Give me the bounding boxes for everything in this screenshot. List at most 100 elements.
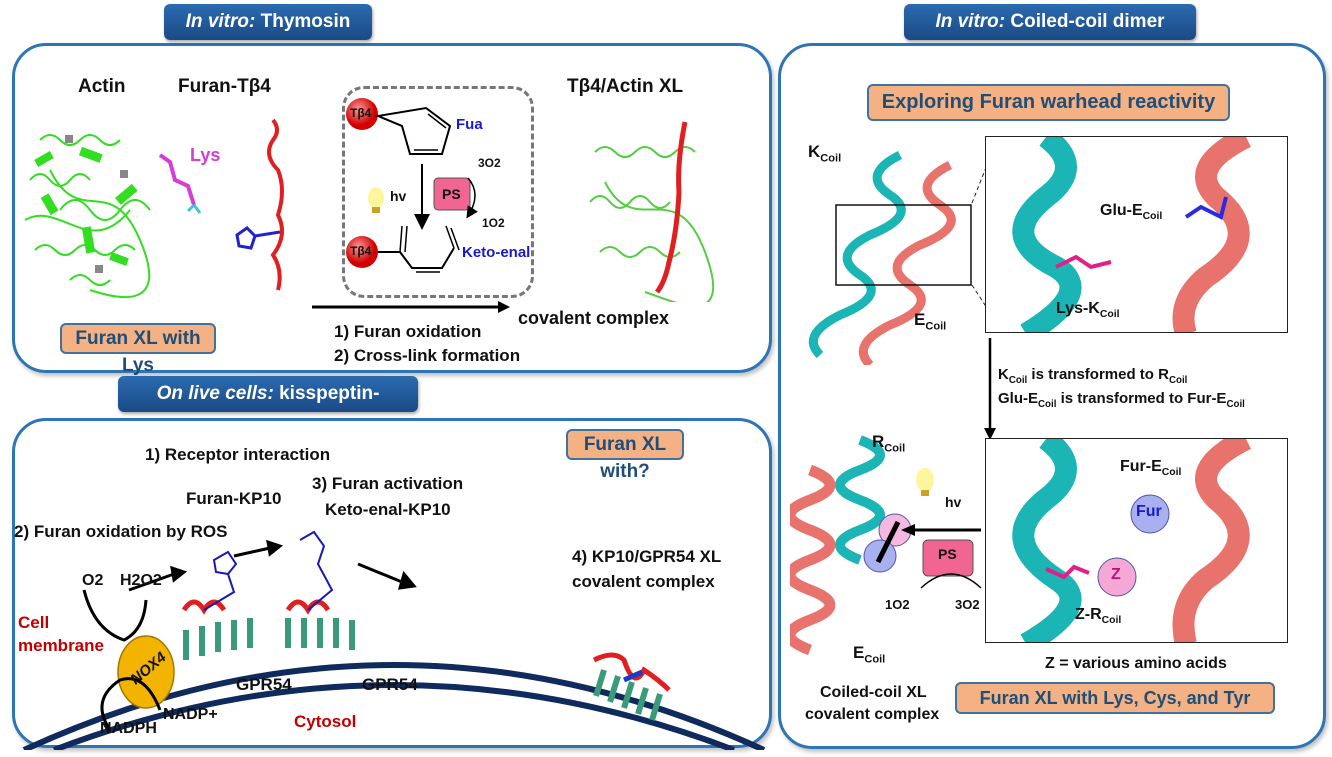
singlet-o2-label-2: 1O2 bbox=[885, 597, 910, 612]
nadph-label: NADPH bbox=[100, 720, 157, 737]
gpr54-label-1: GPR54 bbox=[236, 675, 292, 694]
e: E bbox=[914, 310, 926, 329]
cytosol-label: Cytosol bbox=[294, 712, 357, 731]
fur-ecoil-label: Fur-ECoil bbox=[1120, 458, 1181, 478]
coiled-coil-xl-complex-label: covalent complex bbox=[805, 706, 940, 723]
fur-e: Fur-E bbox=[1120, 458, 1162, 475]
banner-text: kisspeptin-10/GPR54 bbox=[223, 383, 380, 440]
lys: Lys-K bbox=[1056, 300, 1100, 317]
zoom-top-helices bbox=[1012, 137, 1252, 332]
coiled-coil-xl-structure bbox=[790, 435, 912, 656]
ecoil-label: ECoil bbox=[914, 310, 946, 332]
keto-enal-kp10-label: Keto-enal-KP10 bbox=[325, 500, 451, 519]
e: E bbox=[853, 643, 865, 662]
banner-text: Coiled-coil dimer bbox=[1005, 11, 1165, 32]
z-rcoil-label: Z-RCoil bbox=[1075, 606, 1121, 626]
lys-label: Lys bbox=[190, 145, 221, 165]
fua-label: Fua bbox=[456, 116, 483, 133]
step-furan-activation: 3) Furan activation bbox=[312, 474, 464, 493]
zoom-box-bottom bbox=[985, 438, 1288, 643]
rcoil-label: RCoil bbox=[872, 432, 905, 454]
glu-ecoil-label: Glu-ECoil bbox=[1100, 202, 1162, 222]
covalent-complex-label: covalent complex bbox=[518, 308, 670, 328]
transform-line-2: Glu-ECoil is transformed to Fur-ECoil bbox=[998, 390, 1245, 410]
furan-tb4-label: Furan-Tβ4 bbox=[178, 76, 271, 97]
thymosin-banner: In vitro: Thymosin β4/Actin bbox=[164, 4, 372, 68]
tb4-actin-xl-structure bbox=[589, 121, 715, 302]
cell-membrane-label-1: Cell bbox=[18, 613, 50, 632]
cell-membrane-label-2: membrane bbox=[18, 636, 104, 655]
gpr54-label-2: GPR54 bbox=[362, 675, 418, 694]
glu: Glu-E bbox=[1100, 202, 1143, 219]
sub: Coil bbox=[1226, 399, 1245, 410]
fur-circle-label: Fur bbox=[1136, 503, 1162, 520]
t: is transformed to R bbox=[1027, 366, 1169, 383]
thymosin-panel bbox=[12, 43, 772, 373]
lysine-sidechain bbox=[158, 153, 202, 214]
furan-kp10-label: Furan-KP10 bbox=[186, 489, 282, 508]
reaction-scheme bbox=[346, 98, 478, 273]
banner-text: Thymosin β4/Actin bbox=[230, 11, 351, 68]
k: K bbox=[808, 142, 821, 161]
kcoil-label: KCoil bbox=[808, 142, 841, 164]
gpr54-receptor-1 bbox=[183, 618, 253, 660]
tb4-bottom-label: Tβ4 bbox=[350, 244, 372, 258]
ecoil-bottom-label: ECoil bbox=[853, 643, 885, 665]
sub: Coil bbox=[1161, 467, 1182, 479]
step-crosslink: 2) Cross-link formation bbox=[334, 346, 521, 365]
sub: Coil bbox=[1101, 615, 1122, 627]
g: Glu-E bbox=[998, 390, 1038, 407]
tb4-node-top bbox=[346, 98, 378, 130]
k: K bbox=[998, 366, 1009, 383]
sub: Coil bbox=[1099, 309, 1120, 321]
transform-line-1: KCoil is transformed to RCoil bbox=[998, 366, 1187, 386]
r: R bbox=[872, 432, 885, 451]
sub: Coil bbox=[1168, 375, 1188, 386]
z-circle-label: Z bbox=[1111, 566, 1121, 583]
sub: Coil bbox=[1038, 399, 1057, 410]
gpr54-receptor-2 bbox=[285, 618, 355, 650]
actin-structure bbox=[24, 134, 151, 298]
ps-label: PS bbox=[442, 186, 461, 202]
h2o2-label: H2O2 bbox=[120, 572, 162, 589]
z-r: Z-R bbox=[1075, 606, 1102, 623]
zoom-box-top bbox=[985, 136, 1288, 333]
step-receptor-interaction: 1) Receptor interaction bbox=[145, 445, 331, 464]
sub: Coil bbox=[884, 442, 906, 455]
banner-prefix: In vitro: bbox=[935, 11, 1006, 32]
hv-label: hv bbox=[390, 188, 407, 204]
banner-prefix: In vitro: bbox=[185, 11, 256, 32]
t: is transformed to Fur-E bbox=[1056, 390, 1227, 407]
covalent-complex-label-2: covalent complex bbox=[572, 572, 715, 591]
keto-enal-label: Keto-enal bbox=[462, 244, 531, 261]
z-note: Z = various amino acids bbox=[1045, 655, 1227, 672]
sub: Coil bbox=[1142, 211, 1163, 223]
step-furan-oxidation-ros: 2) Furan oxidation by ROS bbox=[14, 522, 228, 541]
reaction-arrow bbox=[312, 301, 510, 313]
ps-label-2: PS bbox=[938, 546, 957, 562]
sub: Coil bbox=[925, 320, 947, 333]
singlet-o2-label: 1O2 bbox=[482, 216, 505, 230]
kcoil-ecoil-helices bbox=[808, 150, 972, 365]
triplet-o2-label-2: 3O2 bbox=[955, 597, 980, 612]
triplet-o2-label: 3O2 bbox=[478, 156, 501, 170]
transform-arrow bbox=[984, 338, 996, 440]
kisspeptin-banner: On live cells: kisspeptin-10/GPR54 bbox=[118, 376, 418, 440]
cell-membrane-diagram bbox=[22, 530, 766, 750]
reaction-scheme-box bbox=[342, 86, 534, 298]
actin-label: Actin bbox=[78, 76, 126, 97]
step-furan-oxidation: 1) Furan oxidation bbox=[334, 322, 482, 341]
banner-prefix: On live cells: bbox=[156, 383, 274, 404]
coiled-coil-banner: In vitro: Coiled-coil dimer bbox=[904, 4, 1196, 40]
furan-xl-lys-tag: Furan XL with Lys bbox=[60, 323, 216, 376]
zoom-bottom-helices bbox=[1012, 439, 1252, 642]
ps-activation bbox=[901, 468, 982, 589]
step-kp10-gpr54-xl: 4) KP10/GPR54 XL bbox=[572, 547, 722, 566]
furan-xl-lys-cys-tyr-tag: Furan XL with Lys, Cys, and Tyr bbox=[955, 682, 1275, 714]
exploring-furan-tag: Exploring Furan warhead reactivity bbox=[867, 84, 1230, 121]
furan-tb4-structure bbox=[235, 118, 284, 291]
tb4-actin-xl-label: Tβ4/Actin XL bbox=[567, 76, 684, 97]
sub: Coil bbox=[820, 152, 842, 165]
o2-label: O2 bbox=[82, 572, 104, 589]
hv-label-2: hv bbox=[945, 494, 962, 510]
